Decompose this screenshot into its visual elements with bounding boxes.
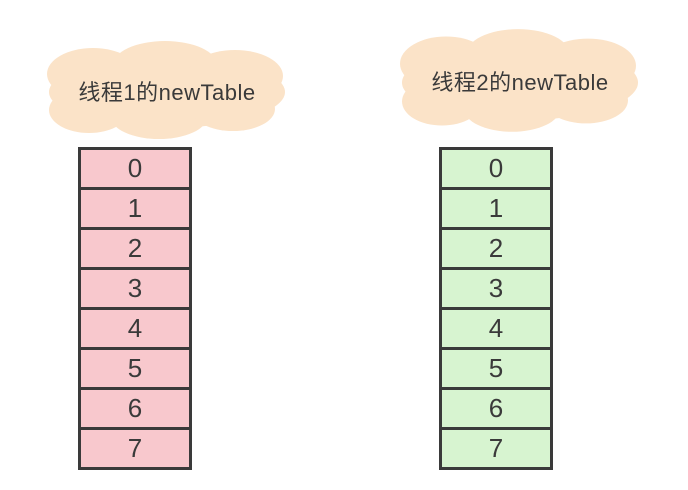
array-cell: 7: [127, 433, 143, 463]
array-cell: 4: [81, 310, 189, 350]
array-cell: 5: [442, 350, 550, 390]
array-cell: 3: [81, 270, 189, 310]
thread2-cloud-callout: 线程2的newTable: [386, 26, 654, 136]
thread2-cloud-label: 线程2的newTable: [431, 70, 609, 95]
array-cell: 4: [442, 310, 550, 350]
array-cell: 3: [442, 270, 550, 310]
array-cell: 1: [81, 190, 189, 230]
array-cell: 6: [81, 390, 189, 430]
cloud-shape: [400, 29, 638, 132]
array-cell: 1: [442, 190, 550, 230]
array-cell: 5: [81, 350, 189, 390]
cloud-shape: [47, 41, 285, 139]
thread1-cloud-label: 线程1的newTable: [78, 79, 256, 105]
array-cell: 7: [488, 433, 504, 463]
array-cell: 6: [442, 390, 550, 430]
array-cell: 2: [442, 230, 550, 270]
array-cell: 0: [81, 150, 189, 190]
array-cell: 2: [81, 230, 189, 270]
thread1-cloud-callout: 线程1的newTable: [33, 38, 301, 143]
array-cell: 0: [442, 150, 550, 190]
